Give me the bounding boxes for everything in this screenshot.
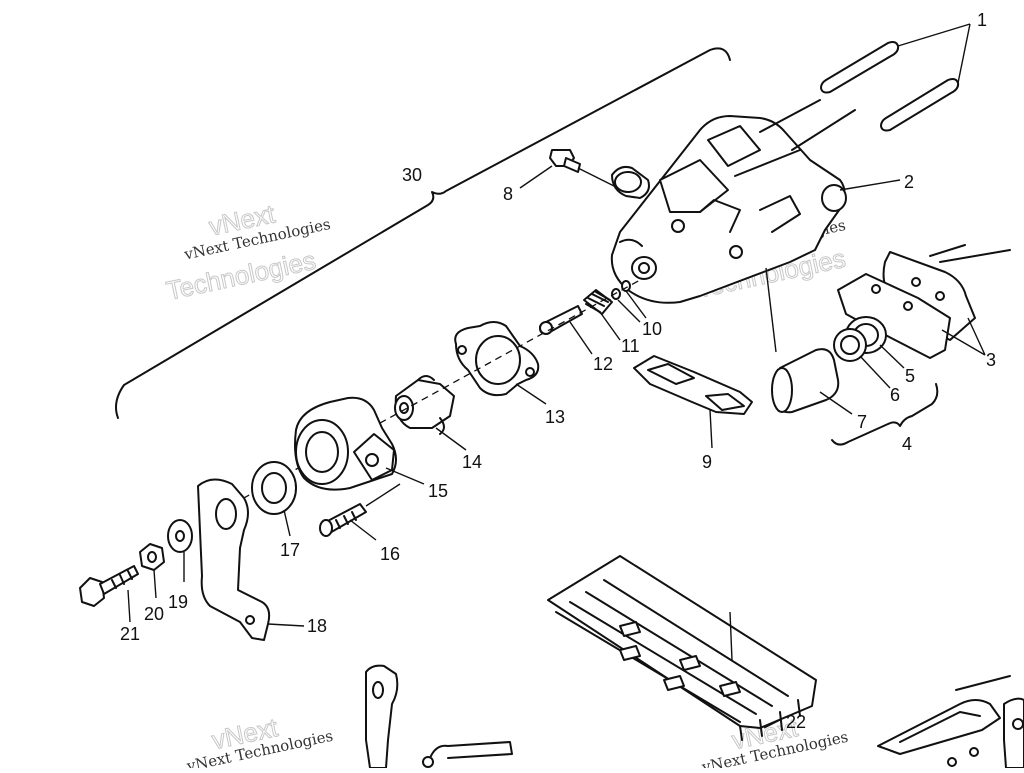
callout-16: 16 [380, 544, 400, 564]
callout-21: 21 [120, 624, 140, 644]
part-21-hex-bolt [79, 565, 139, 623]
callout-8: 8 [503, 184, 513, 204]
part-17-washer [251, 461, 297, 537]
group-bracket-4 [831, 383, 939, 446]
lower-left-linkage [365, 664, 513, 769]
callout-2: 2 [904, 172, 914, 192]
callout-1: 1 [977, 10, 987, 30]
part-8-bleeder-screw [519, 149, 619, 189]
lower-right-bracket [877, 675, 1024, 769]
callout-10: 10 [642, 319, 662, 339]
callout-6: 6 [890, 385, 900, 405]
part-12-pin [539, 305, 593, 355]
part-19-flat-washer [167, 519, 193, 582]
part-18-mounting-bracket [197, 478, 305, 641]
callout-9: 9 [702, 452, 712, 472]
part-11-spring [583, 289, 621, 341]
assembly-axis [221, 279, 641, 511]
callout-4: 4 [902, 434, 912, 454]
group-bracket-30 [115, 47, 731, 419]
part-3-brake-pads [837, 244, 1011, 359]
part-20-lock-nut [139, 543, 165, 599]
part-2-caliper-body [610, 99, 856, 304]
callout-20: 20 [144, 604, 164, 624]
callout-5: 5 [905, 366, 915, 386]
callout-15: 15 [428, 481, 448, 501]
callout-11: 11 [621, 336, 640, 356]
callout-30: 30 [402, 165, 422, 185]
leader-2 [839, 179, 901, 191]
part-16-cap-screw [319, 483, 401, 541]
watermark-left-top: vNext vNext Technologies Technologies [163, 198, 332, 307]
callout-13: 13 [545, 407, 565, 427]
callout-3: 3 [986, 350, 996, 370]
callout-18: 18 [307, 616, 327, 636]
part-13-gasket [454, 321, 547, 405]
part-15-cylinder-body [294, 396, 425, 491]
callout-22: 22 [786, 712, 806, 732]
callout-14: 14 [462, 452, 482, 472]
part-1-pins [820, 23, 971, 132]
part-7-piston [771, 348, 853, 415]
part-9-spring-clip [633, 355, 753, 449]
part-5-6-seal-ring [833, 316, 905, 389]
callout-17: 17 [280, 540, 300, 560]
watermark-left-bottom: vNext vNext Technologies [184, 711, 334, 773]
part-14-piston-housing [394, 375, 467, 451]
callout-19: 19 [168, 592, 188, 612]
callout-7: 7 [857, 412, 867, 432]
callout-12: 12 [593, 354, 613, 374]
lower-footrest-plate [547, 555, 817, 741]
leader-7-axis [765, 267, 777, 353]
